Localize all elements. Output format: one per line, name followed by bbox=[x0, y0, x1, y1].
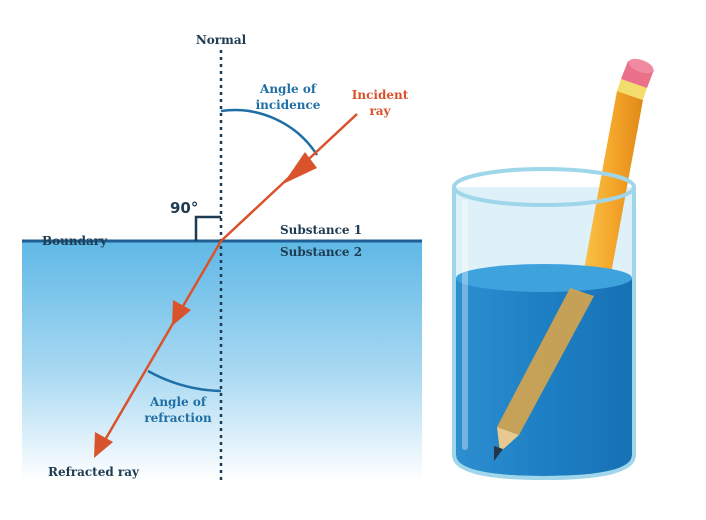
glass-of-water-illustration bbox=[452, 58, 654, 481]
incidence-label-line2: incidence bbox=[256, 98, 321, 112]
water-surface bbox=[456, 264, 632, 292]
refracted-ray-mid-arrowhead bbox=[172, 300, 191, 326]
refraction-label-line1: Angle of bbox=[149, 395, 207, 409]
pencil-lower bbox=[494, 288, 594, 461]
refraction-arc bbox=[147, 369, 222, 393]
pencil-upper bbox=[582, 58, 654, 290]
incident-ray-label-line2: ray bbox=[369, 104, 391, 118]
refracted-ray-end-arrowhead bbox=[94, 432, 113, 458]
normal-label: Normal bbox=[196, 33, 247, 47]
refraction-label-line2: refraction bbox=[144, 411, 212, 425]
boundary-label: Boundary bbox=[42, 234, 108, 248]
substance-2-label: Substance 2 bbox=[280, 245, 362, 259]
glass-highlight bbox=[462, 200, 468, 450]
incident-ray-label-line1: Incident bbox=[352, 88, 409, 102]
right-angle-marker bbox=[194, 215, 221, 241]
incidence-arc bbox=[220, 108, 319, 156]
glass-outline bbox=[452, 187, 636, 481]
refracted-ray-label: Refracted ray bbox=[48, 465, 140, 479]
right-angle-label: 90° bbox=[170, 199, 198, 217]
refracted-ray bbox=[96, 240, 223, 453]
incidence-label-line1: Angle of bbox=[259, 82, 317, 96]
substance-1-label: Substance 1 bbox=[280, 223, 362, 237]
incident-ray-arrowhead bbox=[283, 152, 317, 184]
